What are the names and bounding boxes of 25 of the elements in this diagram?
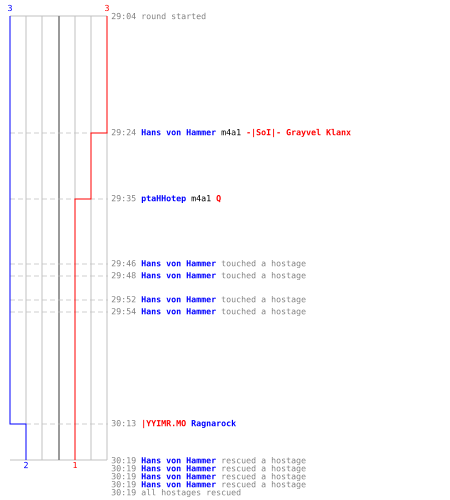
- log-entry: 30:19 Hans von Hammer rescued a hostage: [112, 456, 306, 466]
- log-entry: 30:19 Hans von Hammer rescued a hostage: [112, 480, 306, 490]
- log-entry: 30:13 |YYIMR.MO Ragnarock: [112, 420, 236, 428]
- log-entry: 29:48 Hans von Hammer touched a hostage: [112, 272, 306, 280]
- player-count: 2: [24, 462, 28, 468]
- log-entry: 29:52 Hans von Hammer touched a hostage: [112, 296, 306, 304]
- log-entry: 29:24 Hans von Hammer m4a1 -|SoI|- Grayvel Klanx: [112, 128, 351, 138]
- label: ptaHHotep: [142, 195, 186, 203]
- label: -|SoI|- Grayvel Klanx: [247, 128, 351, 138]
- label: 29:35: [112, 195, 136, 202]
- player-count: 1: [74, 462, 77, 468]
- player-count: 3: [105, 4, 109, 12]
- label: m4a1: [192, 195, 211, 202]
- log-entry: 29:04 round started: [112, 12, 206, 20]
- log-entry: 29:46 Hans von Hammer touched a hostage: [112, 260, 306, 268]
- player-count: 3: [8, 4, 12, 12]
- log-entry: 30:19 all hostages rescued: [112, 488, 240, 498]
- log-entry: 29:35 ptaHHotep m4a1 Q: [112, 195, 221, 203]
- label: Hans von Hammer: [142, 129, 216, 136]
- label: Q: [216, 195, 221, 202]
- label: m4a1: [222, 129, 241, 136]
- label: 29:24: [112, 129, 136, 136]
- log-entry: 30:19 Hans von Hammer rescued a hostage: [112, 464, 306, 474]
- log-entry: 30:19 Hans von Hammer rescued a hostage: [112, 472, 306, 482]
- log-entry: 29:54 Hans von Hammer touched a hostage: [112, 308, 306, 316]
